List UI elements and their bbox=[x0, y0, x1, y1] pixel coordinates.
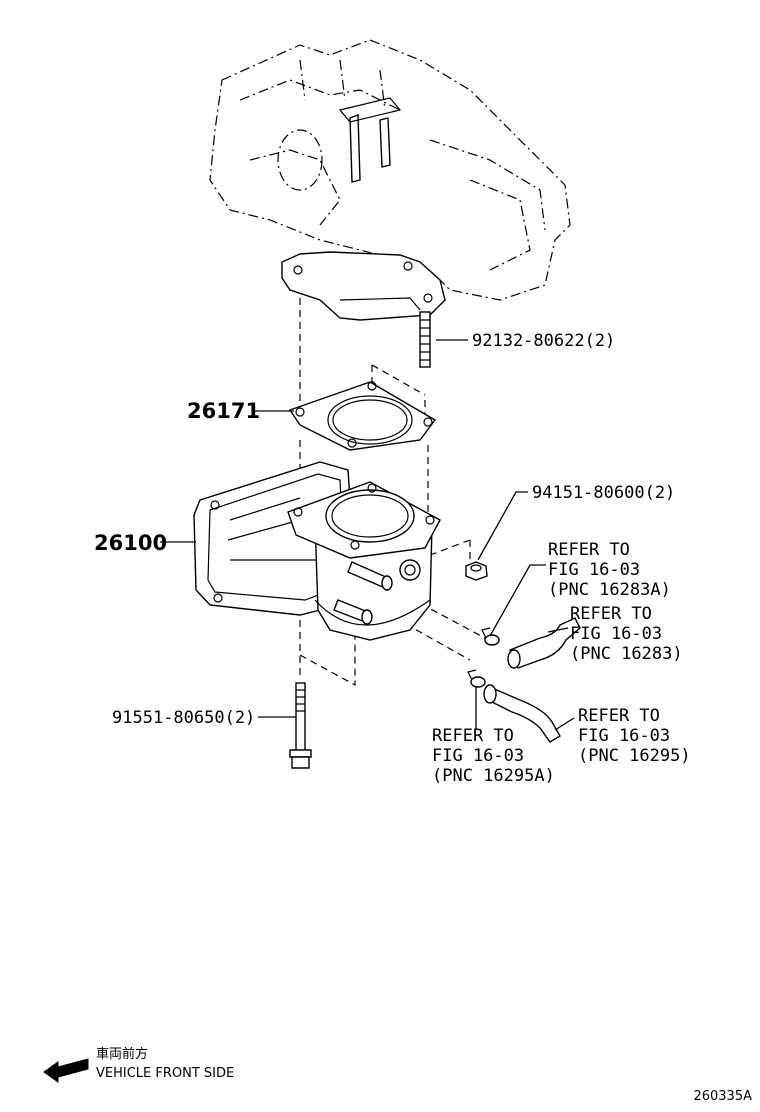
refer-2-line3: (PNC 16283) bbox=[570, 644, 683, 664]
clip-lower[interactable] bbox=[467, 669, 486, 688]
refer-block-3[interactable]: REFER TO FIG 16-03 (PNC 16295) bbox=[578, 706, 691, 766]
legend-jp: 車両前方 bbox=[96, 1046, 148, 1062]
throttle-body-part[interactable] bbox=[193, 461, 441, 641]
refer-3-line1: REFER TO bbox=[578, 706, 660, 726]
refer-2-leader bbox=[547, 627, 569, 633]
refer-1-leader bbox=[489, 564, 546, 637]
refer-3-line2: FIG 16-03 bbox=[578, 726, 670, 746]
hose-upper[interactable] bbox=[507, 617, 581, 669]
vehicle-front-legend: 車両前方 VEHICLE FRONT SIDE bbox=[43, 1046, 234, 1083]
nut-part-number[interactable]: 94151-80600(2) bbox=[532, 483, 675, 503]
legend-en: VEHICLE FRONT SIDE bbox=[96, 1066, 234, 1081]
refer-block-4[interactable]: REFER TO FIG 16-03 (PNC 16295A) bbox=[432, 726, 555, 786]
refer-3-line3: (PNC 16295) bbox=[578, 746, 691, 766]
intake-manifold bbox=[209, 39, 571, 321]
refer-2-line1: REFER TO bbox=[570, 604, 652, 624]
refer-1-line1: REFER TO bbox=[548, 540, 630, 560]
hose-lower[interactable] bbox=[483, 684, 561, 743]
refer-2-line2: FIG 16-03 bbox=[570, 624, 662, 644]
figure-code: 260335A bbox=[693, 1089, 752, 1104]
stud-part[interactable] bbox=[419, 311, 431, 368]
clip-upper[interactable] bbox=[481, 627, 500, 646]
refer-4-line2: FIG 16-03 bbox=[432, 746, 524, 766]
refer-block-2[interactable]: REFER TO FIG 16-03 (PNC 16283) bbox=[570, 604, 683, 664]
nut-leader bbox=[477, 491, 528, 561]
bolt-part-number[interactable]: 91551-80650(2) bbox=[112, 708, 255, 728]
refer-1-line2: FIG 16-03 bbox=[548, 560, 640, 580]
refer-4-line3: (PNC 16295A) bbox=[432, 766, 555, 786]
refer-4-line1: REFER TO bbox=[432, 726, 514, 746]
throttle-body-part-number[interactable]: 26100 bbox=[94, 531, 167, 555]
stud-part-number[interactable]: 92132-80622(2) bbox=[472, 331, 615, 351]
refer-1-line3: (PNC 16283A) bbox=[548, 580, 671, 600]
refer-3-leader bbox=[554, 717, 575, 731]
nut-part[interactable] bbox=[465, 561, 488, 581]
refer-block-1[interactable]: REFER TO FIG 16-03 (PNC 16283A) bbox=[548, 540, 671, 600]
bolt-part[interactable] bbox=[289, 682, 312, 769]
gasket-part-number[interactable]: 26171 bbox=[187, 399, 260, 423]
front-arrow-icon bbox=[43, 1058, 89, 1083]
gasket-part[interactable] bbox=[288, 381, 437, 451]
